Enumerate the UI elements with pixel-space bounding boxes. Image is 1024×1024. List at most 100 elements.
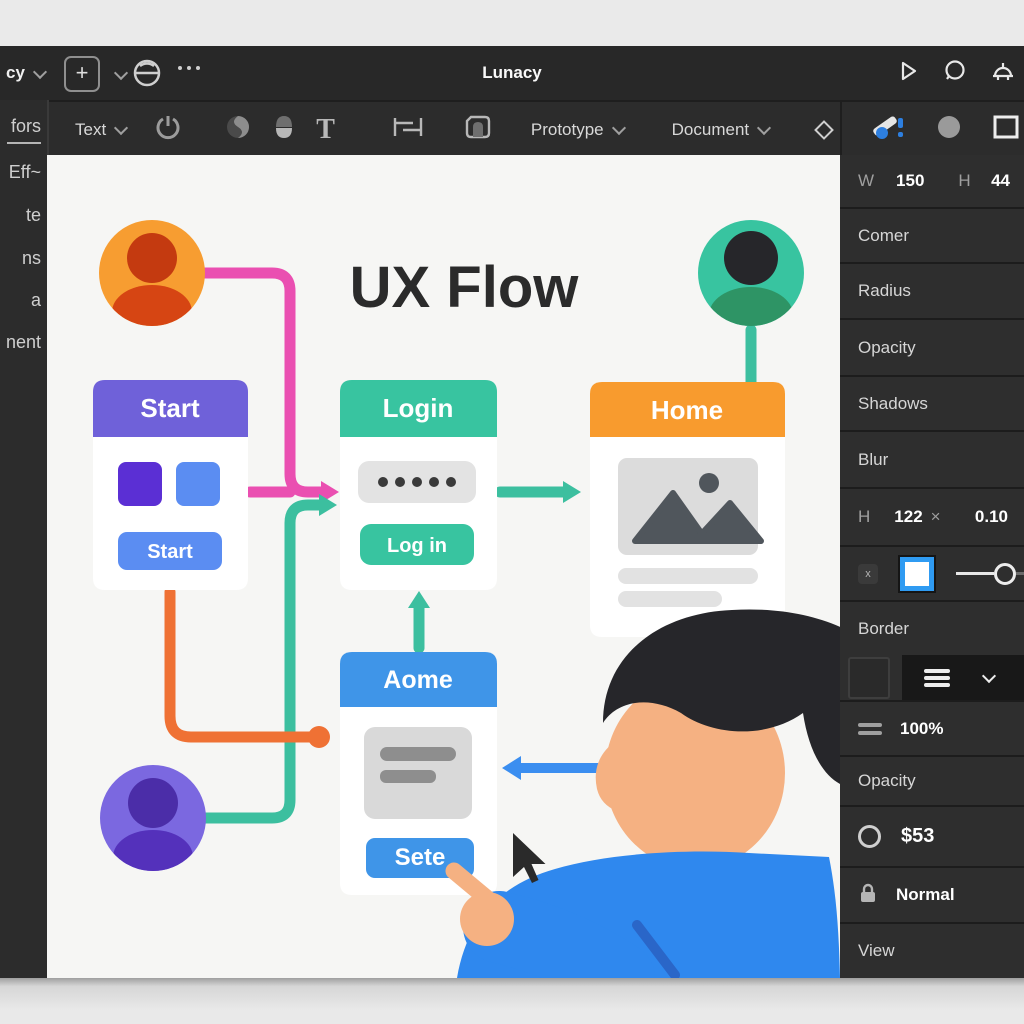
- text-line-placeholder: [380, 770, 436, 783]
- corner-section[interactable]: Comer: [840, 207, 1024, 262]
- view-section[interactable]: View: [840, 922, 1024, 978]
- view-label: View: [858, 941, 895, 960]
- inspector-panel: W 150 H 44 Comer Radius Opacity Shadows …: [840, 155, 1024, 978]
- login-button-label: Log in: [387, 535, 447, 557]
- slider-thumb[interactable]: [994, 562, 1016, 585]
- border-section[interactable]: Border: [840, 600, 1024, 655]
- shape-icon[interactable]: [270, 113, 298, 146]
- bell-icon[interactable]: [990, 58, 1016, 89]
- new-document-button[interactable]: +: [64, 56, 100, 92]
- design-canvas[interactable]: UX Flow: [47, 155, 840, 978]
- blend-mode-row: Normal: [840, 866, 1024, 922]
- chevron-down-icon: [611, 120, 626, 136]
- sidebar-item-2[interactable]: te: [25, 205, 41, 225]
- price-row: $53: [840, 805, 1024, 866]
- start-square-purple: [118, 462, 162, 506]
- border-opacity-input[interactable]: 100%: [900, 718, 944, 738]
- card-settings-title: Aome: [383, 666, 453, 694]
- radius-section[interactable]: Radius: [840, 262, 1024, 318]
- border-color-swatch[interactable]: [848, 656, 890, 699]
- person-collar: [632, 920, 680, 978]
- h-value-input[interactable]: 122: [894, 507, 923, 526]
- ellipse-tool-icon[interactable]: [936, 114, 962, 145]
- sidebar-item-colors[interactable]: fors: [10, 116, 41, 136]
- opacity-label-2: Opacity: [858, 771, 916, 790]
- settings-button-label: Sete: [395, 844, 446, 871]
- search-icon[interactable]: [942, 58, 968, 89]
- border-opacity-row: 100%: [840, 700, 1024, 755]
- connector-settings-login[interactable]: [408, 591, 430, 654]
- person-nose: [595, 743, 625, 811]
- sidebar-item-4[interactable]: a: [30, 290, 41, 310]
- width-label: W: [858, 171, 875, 190]
- desktop-top-strip: [0, 0, 1024, 48]
- sidebar-item-3[interactable]: ns: [21, 248, 41, 268]
- opacity-label: Opacity: [858, 337, 916, 357]
- diamond-dropdown[interactable]: [813, 119, 840, 141]
- avatar-purple[interactable]: [100, 765, 206, 884]
- title-bar: cy + Lunacy: [0, 46, 1024, 100]
- card-start-title: Start: [140, 393, 200, 423]
- desktop-bottom-strip: [0, 978, 1024, 1024]
- app-menu-button[interactable]: cy: [6, 63, 47, 83]
- power-icon[interactable]: [154, 113, 182, 146]
- opacity-section-2[interactable]: Opacity: [840, 755, 1024, 805]
- card-home[interactable]: Home: [590, 382, 785, 637]
- text-tool-dropdown[interactable]: Text: [75, 119, 129, 140]
- circle-icon[interactable]: [858, 825, 881, 848]
- frame-icon[interactable]: [463, 113, 493, 146]
- shadows-section[interactable]: Shadows: [840, 375, 1024, 430]
- card-login[interactable]: Login Log in: [340, 380, 497, 590]
- sidebar-item-effects[interactable]: Eff~: [8, 162, 41, 182]
- blend-mode-value[interactable]: Normal: [896, 885, 955, 904]
- lock-icon[interactable]: [858, 882, 878, 909]
- prototype-label: Prototype: [530, 119, 604, 139]
- start-button: [118, 532, 222, 570]
- connector-teal-left[interactable]: [199, 494, 337, 824]
- border-controls-row: [840, 655, 1024, 700]
- brush-icon[interactable]: [870, 112, 906, 147]
- remove-fill-button[interactable]: x: [858, 563, 878, 584]
- width-input[interactable]: 150: [896, 171, 925, 190]
- play-preview-button[interactable]: [896, 59, 920, 88]
- shadows-label: Shadows: [858, 393, 928, 413]
- pen-icon[interactable]: [224, 113, 252, 146]
- connector-orange[interactable]: [164, 586, 330, 748]
- text-tool-label: Text: [75, 119, 107, 139]
- document-dropdown[interactable]: Document: [671, 119, 772, 140]
- fill-slider[interactable]: [956, 562, 1024, 585]
- person-arm: [463, 891, 655, 978]
- sidebar-item-component[interactable]: nent: [5, 332, 41, 352]
- more-options-button[interactable]: [178, 66, 200, 70]
- start-square-blue: [176, 462, 220, 506]
- prototype-dropdown[interactable]: Prototype: [530, 119, 626, 140]
- ratio-input[interactable]: 0.10: [974, 507, 1008, 526]
- card-settings[interactable]: Aome Sete: [340, 652, 497, 895]
- opacity-section[interactable]: Opacity: [840, 318, 1024, 375]
- connector-login-home[interactable]: [494, 481, 581, 503]
- chevron-down-icon: [757, 120, 772, 136]
- person-hair: [603, 609, 840, 784]
- text-align-icon[interactable]: [391, 113, 425, 146]
- blur-section[interactable]: Blur: [840, 430, 1024, 487]
- document-label: Document: [671, 119, 750, 139]
- rect-tool-icon[interactable]: [992, 113, 1020, 146]
- price-value[interactable]: $53: [901, 825, 935, 847]
- times-label: ×: [930, 507, 941, 526]
- card-start[interactable]: Start Start: [93, 380, 248, 590]
- password-dots: [378, 477, 456, 487]
- fill-color-swatch[interactable]: [898, 554, 936, 593]
- mouse-cursor-icon: [513, 833, 546, 883]
- connector-pink[interactable]: [199, 267, 339, 503]
- account-sync-icon[interactable]: [130, 56, 164, 95]
- height-input[interactable]: 44: [991, 171, 1010, 190]
- person-illustration[interactable]: [445, 609, 840, 978]
- avatar-orange[interactable]: [99, 220, 205, 339]
- border-style-dropdown[interactable]: [902, 655, 1024, 700]
- text-serif-icon[interactable]: T: [316, 113, 335, 145]
- left-panel: fors Eff~ te ns a nent: [0, 100, 49, 978]
- avatar-teal[interactable]: [698, 220, 804, 343]
- canvas-title[interactable]: UX Flow: [350, 255, 580, 320]
- main-toolbar: Text T Prototype Document: [47, 100, 840, 157]
